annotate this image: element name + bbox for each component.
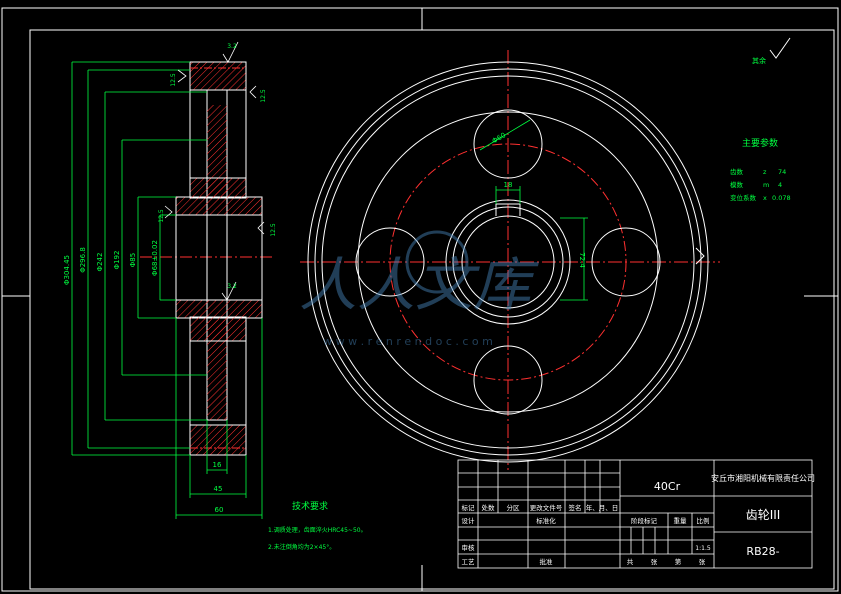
tb-sheet-unit-1: 张	[651, 557, 658, 566]
roughness-c: 12.5	[158, 209, 165, 223]
param-row-3-val: 0.078	[772, 194, 791, 202]
roughness-a: 12.5	[170, 73, 177, 87]
front-view-dims	[479, 119, 588, 301]
keyway-width-label: 18	[504, 181, 513, 189]
tb-scale: 1:1.5	[695, 545, 711, 552]
param-row-1-sym: z	[763, 168, 767, 176]
tb-label-sign: 签名	[569, 503, 582, 512]
title-block	[457, 459, 813, 569]
tb-label-stage: 阶段标记	[631, 516, 658, 525]
title-block-text: 40Cr 安丘市湘阳机械有限责任公司 齿轮III RB28- 1:1.5 标记 …	[462, 473, 816, 566]
roughness-d: 12.5	[270, 223, 277, 237]
surface-note: 其余	[752, 56, 766, 65]
diameter-labels: Φ304.45 Φ296.8 Φ242 Φ192 Φ85 Φ68±0.02 16…	[63, 240, 223, 514]
tech-line-2: 2.未注倒角均为2×45°。	[268, 543, 335, 551]
tb-material: 40Cr	[654, 480, 681, 493]
param-row-3-sym: x	[763, 194, 767, 202]
tb-label-change: 更改文件号	[530, 503, 563, 512]
roughness-top: 3.2	[227, 43, 237, 50]
tb-label-standardize: 标准化	[536, 516, 556, 525]
dim-label-d4: Φ192	[113, 251, 121, 270]
keyway-height-label: 72.4	[578, 252, 586, 268]
dim-label-d5: Φ85	[129, 253, 137, 267]
tb-sheet-total: 共	[627, 557, 634, 566]
tb-sheet-index: 第	[675, 557, 682, 566]
tb-part-name: 齿轮III	[746, 508, 781, 522]
main-params: 主要参数 齿数 z 74 模数 m 4 变位系数 x 0.078	[730, 137, 791, 202]
tech-requirements: 技术要求 1.调质处理，齿面淬火HRC45~50。 2.未注倒角均为2×45°。	[268, 500, 367, 551]
tb-label-zone: 分区	[507, 503, 521, 512]
dim-label-d6: Φ68±0.02	[151, 240, 159, 276]
param-row-1-name: 齿数	[730, 167, 744, 176]
param-row-1-val: 74	[778, 168, 786, 176]
tech-title: 技术要求	[292, 500, 328, 512]
tb-label-design: 设计	[462, 516, 476, 525]
tb-drawing-no: RB28-	[746, 545, 779, 558]
watermark-text: 人人文库	[299, 251, 539, 319]
hole-diameter-label: Φ60	[491, 131, 507, 145]
tb-sheet-unit-2: 张	[699, 557, 706, 566]
front-view	[300, 50, 720, 470]
roughness-b: 12.5	[260, 89, 267, 103]
params-title: 主要参数	[742, 137, 778, 149]
param-row-3-name: 变位系数	[730, 193, 757, 202]
tb-company: 安丘市湘阳机械有限责任公司	[711, 473, 815, 483]
watermark: 人人文库 w w w . r e n r e n d o c . c o m	[299, 230, 539, 348]
tb-label-approve: 批准	[540, 557, 554, 566]
diameter-dimensions	[71, 61, 263, 519]
surface-note-symbol	[769, 37, 791, 59]
sheet-border-inner	[29, 29, 835, 590]
tb-label-count: 处数	[482, 503, 496, 512]
sheet-border-outer	[1, 7, 839, 592]
tb-label-process: 工艺	[462, 558, 476, 566]
dim-label-d1: Φ304.45	[63, 255, 71, 285]
dim-label-width: 60	[215, 506, 224, 514]
dim-label-d3: Φ242	[96, 253, 104, 272]
tb-label-review: 审核	[462, 543, 476, 552]
roughness-symbols	[164, 41, 265, 301]
tb-label-weight: 重量	[674, 517, 688, 525]
tb-label-date: 年、月、日	[586, 503, 619, 512]
roughness-e: 3.2	[227, 283, 237, 290]
dim-label-web: 45	[214, 485, 223, 493]
watermark-url: w w w . r e n r e n d o c . c o m	[323, 335, 493, 348]
tech-line-1: 1.调质处理，齿面淬火HRC45~50。	[268, 526, 367, 534]
roughness-labels: 3.2 12.5 12.5 12.5 12.5 3.2	[158, 43, 277, 290]
dim-label-d2: Φ296.8	[79, 247, 87, 273]
dim-label-hub: 16	[213, 461, 222, 469]
tb-label-scale: 比例	[697, 516, 710, 525]
param-row-2-sym: m	[763, 181, 769, 189]
param-row-2-val: 4	[778, 181, 782, 189]
section-view	[140, 61, 275, 456]
param-row-2-name: 模数	[730, 180, 744, 189]
tb-label-mark: 标记	[462, 503, 476, 512]
